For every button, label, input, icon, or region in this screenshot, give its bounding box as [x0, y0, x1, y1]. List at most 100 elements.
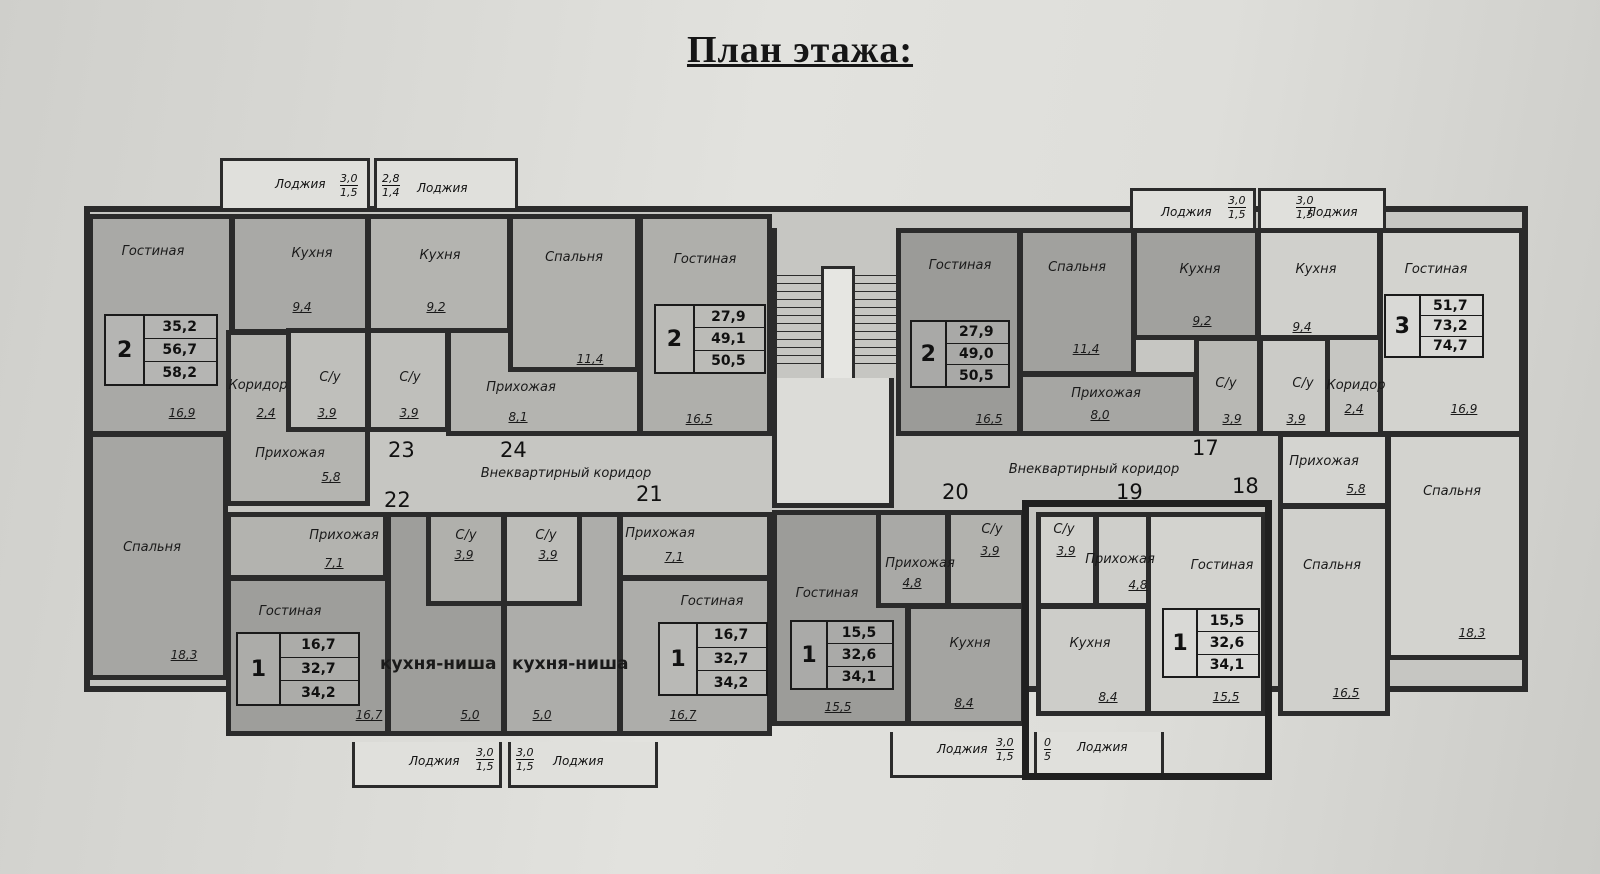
- apartment-number: 17: [1192, 436, 1219, 460]
- label-kitchen: Кухня: [1179, 262, 1221, 277]
- area-label: 16,9: [1450, 402, 1478, 416]
- loggia-label: Лоджия: [1307, 205, 1358, 219]
- label-hall: Прихожая: [1289, 454, 1359, 469]
- label-wc: С/у: [399, 370, 421, 385]
- label-kitchen: Кухня: [1295, 262, 1337, 277]
- label-wc: С/у: [455, 528, 477, 543]
- room-living-4: [1378, 228, 1524, 436]
- label-kitchen: Кухня: [291, 246, 333, 261]
- label-living: Гостиная: [795, 586, 859, 601]
- area-label: 2,4: [256, 406, 276, 420]
- loggia-4: Лоджия: [1258, 188, 1386, 228]
- label-living: Гостиная: [121, 244, 185, 259]
- area-label: 9,4: [292, 300, 312, 314]
- area-label: 9,4: [1292, 320, 1312, 334]
- label-hall: Прихожая: [255, 446, 325, 461]
- area-label: 5,8: [321, 470, 341, 484]
- area-label: 3,9: [1056, 544, 1076, 558]
- loggia-5: Лоджия: [352, 742, 502, 788]
- apartment-number: 23: [388, 438, 415, 462]
- label-kitchen: Кухня: [949, 636, 991, 651]
- apartment-number: 19: [1116, 480, 1143, 504]
- area-label: 3,9: [1286, 412, 1306, 426]
- label-kitchen-niche: кухня-ниша: [512, 654, 629, 674]
- area-label: 4,8: [902, 576, 922, 590]
- room-living-21: [618, 576, 772, 736]
- page-title: План этажа:: [686, 29, 914, 71]
- room-living-2: [638, 214, 772, 436]
- highlight-frame: [1022, 500, 1272, 780]
- stair-core: [821, 266, 855, 384]
- apartment-number: 21: [636, 482, 663, 506]
- label-wc: С/у: [981, 522, 1003, 537]
- loggia-6: Лоджия: [508, 742, 658, 788]
- loggia-8: Лоджия: [1034, 732, 1164, 778]
- area-label: 3,9: [1222, 412, 1242, 426]
- label-wc: С/у: [1215, 376, 1237, 391]
- loggia-label: Лоджия: [553, 754, 604, 768]
- label-corridor: Коридор: [228, 378, 288, 393]
- area-label: 16,7: [355, 708, 383, 722]
- area-label: 3,9: [980, 544, 1000, 558]
- area-label: 8,0: [1090, 408, 1110, 422]
- label-hall: Прихожая: [1071, 386, 1141, 401]
- room-bath-22: [426, 512, 506, 606]
- area-label: 8,4: [1098, 690, 1118, 704]
- loggia-label: Лоджия: [417, 181, 468, 195]
- room-hall-21: [618, 512, 772, 580]
- label-wc: С/у: [319, 370, 341, 385]
- area-label: 18,3: [170, 648, 198, 662]
- area-label: 16,5: [975, 412, 1003, 426]
- label-hall: Прихожая: [1085, 552, 1155, 567]
- label-hall: Прихожая: [486, 380, 556, 395]
- area-label: 3,9: [454, 548, 474, 562]
- label-living: Гостиная: [258, 604, 322, 619]
- apartment-number: 24: [500, 438, 527, 462]
- area-label: 3,9: [317, 406, 337, 420]
- label-bedroom: Спальня: [123, 540, 181, 555]
- label-common-corridor: Внеквартирный коридор: [1008, 462, 1180, 477]
- apartment-number: 20: [942, 480, 969, 504]
- room-hall-3: [1018, 372, 1198, 436]
- label-kitchen-niche: кухня-ниша: [380, 654, 497, 674]
- area-label: 16,5: [685, 412, 713, 426]
- area-label: 2,4: [1344, 402, 1364, 416]
- area-label: 11,4: [1072, 342, 1100, 356]
- area-label: 7,1: [664, 550, 684, 564]
- loggia-label: Лоджия: [1077, 740, 1128, 754]
- label-bedroom: Спальня: [545, 250, 603, 265]
- label-common-corridor: Внеквартирный коридор: [480, 466, 652, 481]
- loggia-label: Лоджия: [937, 742, 988, 756]
- area-label: 5,0: [460, 708, 480, 722]
- area-label: 9,2: [1192, 314, 1212, 328]
- room-living-19: [1146, 512, 1266, 716]
- loggia-3: Лоджия: [1130, 188, 1256, 228]
- room-bedroom-2: [508, 214, 640, 372]
- label-living: Гостиная: [1404, 262, 1468, 277]
- room-kitchen-4: [1256, 228, 1382, 340]
- area-label: 5,0: [532, 708, 552, 722]
- apartment-number: 18: [1232, 474, 1259, 498]
- area-label: 4,8: [1128, 578, 1148, 592]
- room-bath-21: [502, 512, 582, 606]
- area-label: 5,8: [1346, 482, 1366, 496]
- room-hall-4: [1278, 432, 1390, 508]
- area-label: 16,5: [1332, 686, 1360, 700]
- room-bath-3: [1194, 336, 1262, 436]
- loggia-2: Лоджия: [374, 158, 518, 208]
- area-label: 18,3: [1458, 626, 1486, 640]
- label-bedroom: Спальня: [1423, 484, 1481, 499]
- label-living: Гостиная: [1190, 558, 1254, 573]
- label-kitchen: Кухня: [419, 248, 461, 263]
